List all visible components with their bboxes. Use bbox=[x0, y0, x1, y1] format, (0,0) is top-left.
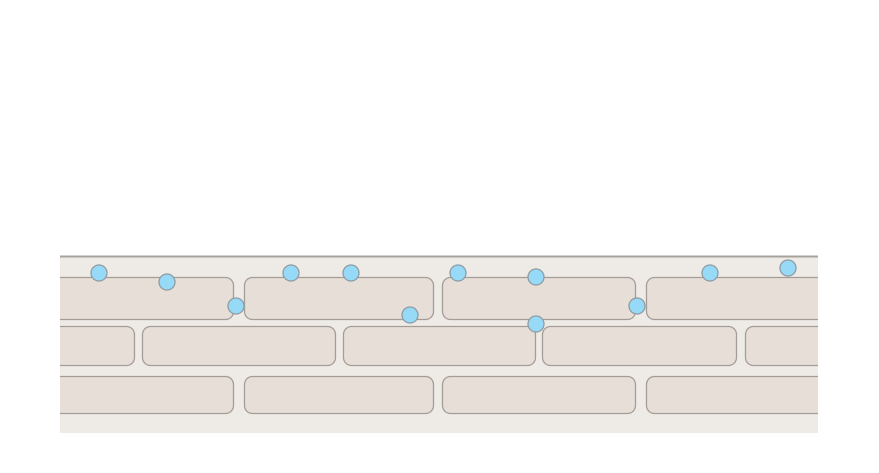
brick bbox=[141, 325, 337, 367]
brick bbox=[541, 325, 738, 367]
brick bbox=[243, 375, 435, 415]
brick bbox=[60, 325, 136, 367]
dot-marker bbox=[527, 315, 545, 333]
bricks bbox=[60, 276, 818, 415]
dot-marker bbox=[90, 264, 108, 282]
brick bbox=[60, 276, 235, 321]
dot-marker bbox=[342, 264, 360, 282]
brick bbox=[441, 375, 637, 415]
brick bbox=[243, 276, 435, 321]
dot-marker bbox=[449, 264, 467, 282]
brick bbox=[342, 325, 537, 367]
dot-marker bbox=[628, 297, 646, 315]
brick bbox=[645, 375, 818, 415]
brick bbox=[744, 325, 818, 367]
dot-marker bbox=[282, 264, 300, 282]
dot-marker bbox=[779, 259, 797, 277]
dots bbox=[90, 259, 797, 333]
dot-marker bbox=[701, 264, 719, 282]
brick bbox=[645, 276, 818, 321]
dot-marker bbox=[527, 268, 545, 286]
brick bbox=[60, 375, 235, 415]
dot-marker bbox=[227, 297, 245, 315]
dot-marker bbox=[401, 306, 419, 324]
dot-marker bbox=[158, 273, 176, 291]
